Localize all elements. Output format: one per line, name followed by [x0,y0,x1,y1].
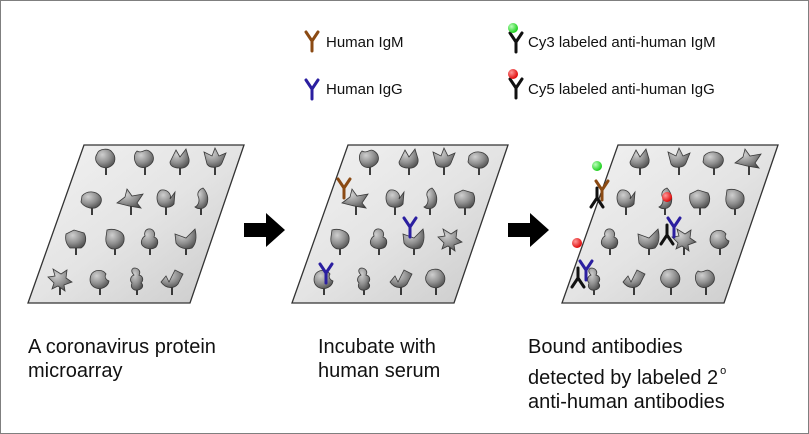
protein-spot [725,188,745,215]
caption-step2-line1: Incubate with [318,336,436,358]
slide-step3 [561,144,779,304]
protein-spot [600,228,619,255]
legend-igm-label: Human IgM [326,34,404,51]
protein-spot [734,148,762,175]
protein-spot [330,228,350,255]
protein-spot [194,187,209,215]
cy3-secondary-step3 [589,161,605,209]
protein-spots-step2 [313,147,489,295]
protein-spot [80,191,102,215]
legend-igm-icon [304,30,320,53]
cy5-secondary-step3-b [570,238,586,289]
protein-spots-step3 [587,147,762,295]
protein-spot [660,268,681,295]
protein-spot [174,228,197,255]
protein-spot [658,187,673,215]
legend-cy5-label: Cy5 labeled anti-human IgG [528,81,715,98]
protein-spot [622,269,646,295]
protein-spot [425,268,446,295]
protein-spot [369,228,388,255]
caption-step1-line1: A coronavirus protein [28,336,216,358]
protein-spot [133,149,154,175]
step-arrow-1 [244,213,285,247]
legend-cy5-icon [508,69,524,100]
protein-spot [437,228,463,255]
caption-step2-line2: human serum [318,360,441,382]
protein-spot [398,148,419,175]
protein-spot [130,267,144,295]
protein-spot [140,228,159,255]
protein-spot [389,269,413,295]
caption-step3-line1: Bound antibodies [528,336,683,358]
protein-spot [341,188,369,215]
legend-igg-label: Human IgG [326,81,403,98]
protein-spot [667,147,691,175]
protein-spot [629,148,650,175]
protein-spot [169,148,190,175]
protein-spot [709,229,730,255]
protein-spot [156,189,176,215]
protein-spot [432,147,456,175]
caption-step1: A coronavirus protein microarray [28,335,216,383]
protein-spot [95,148,116,175]
protein-spot [65,229,87,255]
step-arrow-2 [508,213,549,247]
protein-spot [313,269,334,295]
protein-spot [116,188,144,215]
protein-spot [671,228,697,255]
caption-step1-line2: microarray [28,360,123,382]
legend-igg-icon [304,78,320,101]
caption-step3-superscript: o [720,365,727,377]
protein-spot [467,151,489,175]
protein-spot [203,147,227,175]
protein-spots-step1 [47,147,227,295]
protein-spot [89,269,110,295]
protein-spot [694,269,715,295]
cy5-secondary-step3-a [659,192,675,246]
legend-cy3-label: Cy3 labeled anti-human IgM [528,34,716,51]
protein-spot [637,228,660,255]
protein-spot [402,228,425,255]
protein-spot [702,151,724,175]
caption-step3-line3: anti-human antibodies [528,391,725,413]
protein-spot [689,189,711,215]
protein-spot [47,268,73,295]
protein-spot [385,189,405,215]
legend-cy3-icon [508,23,524,54]
caption-step3-line2: detected by labeled 2 [528,367,719,389]
protein-spot [160,269,184,295]
protein-spot [423,187,438,215]
protein-spot [105,228,125,255]
caption-step2: Incubate with human serum [318,335,440,383]
protein-spot [358,149,379,175]
slide-step1 [27,144,245,304]
protein-spot [616,189,636,215]
protein-spot [587,267,601,295]
protein-spot [454,189,476,215]
protein-spot [357,267,371,295]
